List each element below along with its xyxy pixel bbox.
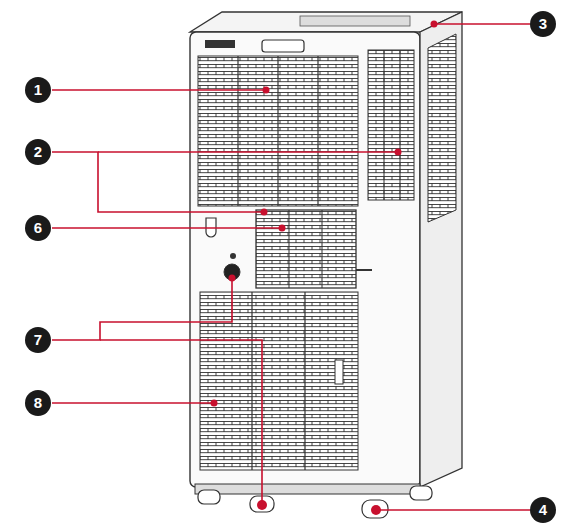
filter-panel — [256, 210, 356, 288]
top-panel — [190, 12, 462, 32]
exhaust-vent — [368, 50, 414, 200]
callout-number: 1 — [25, 77, 51, 103]
side-housing — [420, 12, 462, 487]
callout-number: 6 — [25, 215, 51, 241]
leader-lines — [52, 24, 530, 510]
callout-number: 4 — [530, 497, 556, 523]
leader-dots — [211, 21, 438, 516]
callout-number: 7 — [25, 327, 51, 353]
handle — [262, 40, 304, 52]
callout-number: 2 — [25, 139, 51, 165]
callout-number: 8 — [25, 390, 51, 416]
upper-grille — [198, 56, 358, 206]
caster-wheels — [198, 486, 432, 518]
lower-grille — [200, 292, 358, 470]
front-housing — [190, 32, 420, 487]
callout-number: 3 — [530, 11, 556, 37]
